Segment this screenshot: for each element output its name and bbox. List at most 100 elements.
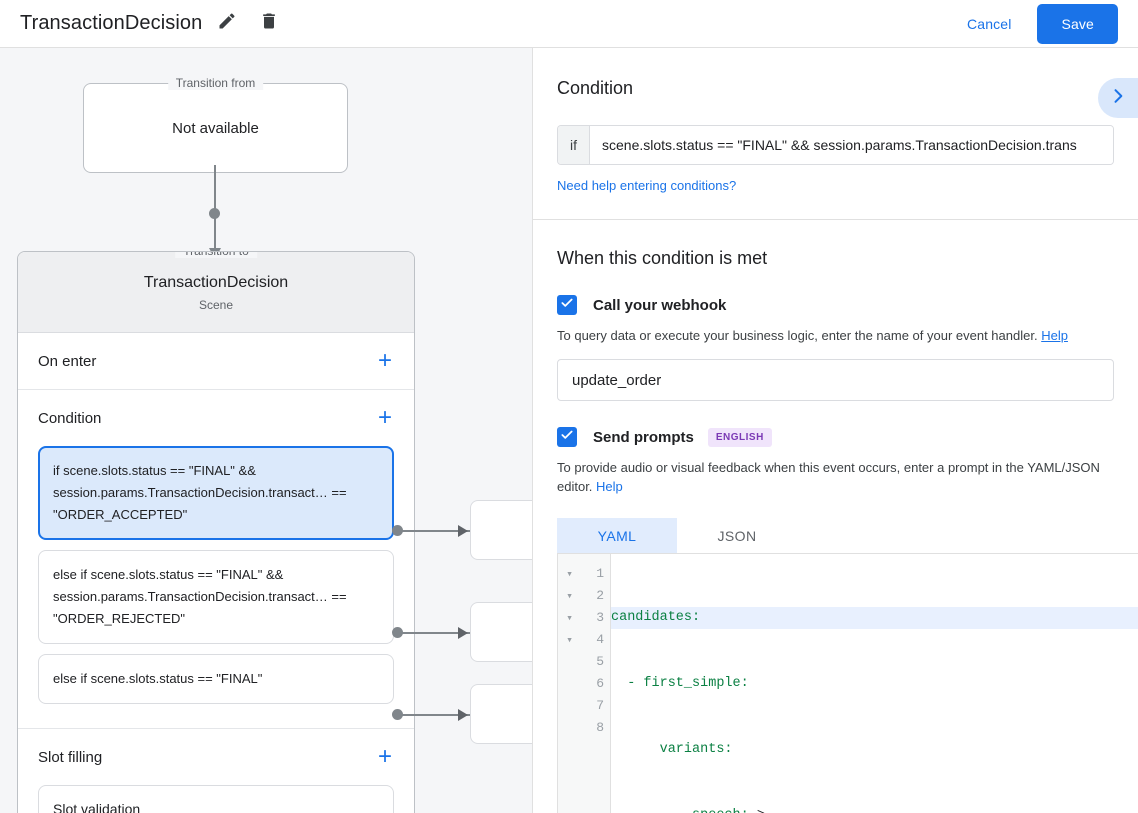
language-badge: ENGLISH: [707, 427, 772, 447]
condition-connector-dot: [392, 709, 403, 720]
section-slot-filling: Slot filling + Slot validation: [18, 729, 414, 813]
scene-name: TransactionDecision: [143, 274, 289, 291]
code-key: - speech:: [611, 808, 749, 813]
code-key: variants:: [611, 742, 733, 757]
condition-item[interactable]: else if scene.slots.status == "FINAL" &&…: [38, 550, 394, 644]
line-number: 7: [596, 698, 604, 713]
section-title-slot-filling: Slot filling: [38, 748, 103, 766]
webhook-help-link[interactable]: Help: [1041, 328, 1068, 343]
expand-panel-button[interactable]: [1098, 78, 1138, 118]
add-condition-button[interactable]: +: [377, 404, 392, 431]
save-button[interactable]: Save: [1037, 3, 1118, 44]
line-number: 5: [596, 654, 604, 669]
call-webhook-label: Call your webhook: [593, 296, 727, 314]
scene-graph-canvas[interactable]: Transition from Not available Transition…: [0, 48, 532, 813]
yaml-editor[interactable]: ▾ ▾ ▾ ▾ 1 2 3 4 5 6 7 8 candidates: - fi…: [557, 553, 1138, 813]
transition-from-value: Not available: [172, 119, 259, 137]
call-webhook-checkbox[interactable]: [557, 295, 577, 315]
section-title-condition: Condition: [38, 409, 102, 427]
condition-input[interactable]: [590, 126, 1113, 164]
condition-item[interactable]: else if scene.slots.status == "FINAL": [38, 654, 394, 704]
condition-if-row[interactable]: if: [557, 125, 1114, 165]
condition-connector-arrowhead: [458, 525, 468, 537]
condition-list: if scene.slots.status == "FINAL" && sess…: [38, 446, 394, 728]
chevron-down-icon[interactable]: ▾: [566, 591, 573, 603]
section-header-slot-filling: Slot filling +: [38, 729, 394, 785]
editor-fold-column: ▾ ▾ ▾ ▾: [558, 554, 581, 813]
check-icon: [560, 428, 574, 447]
line-number: 1: [596, 566, 604, 581]
target-node-box[interactable]: [470, 602, 532, 662]
editor-code-area[interactable]: candidates: - first_simple: variants: - …: [611, 554, 1138, 813]
details-panel: Condition if Need help entering conditio…: [532, 48, 1138, 813]
chevron-down-icon[interactable]: ▾: [566, 569, 573, 581]
slot-validation-item[interactable]: Slot validation: [38, 785, 394, 813]
line-number: 3: [596, 610, 604, 625]
add-slot-filling-button[interactable]: +: [377, 743, 392, 770]
trash-icon: [259, 11, 279, 36]
condition-section: Condition if Need help entering conditio…: [533, 48, 1138, 220]
transition-from-card[interactable]: Transition from Not available: [83, 76, 348, 173]
editor-line-numbers: 1 2 3 4 5 6 7 8: [581, 554, 611, 813]
code-key: candidates:: [611, 610, 701, 625]
code-rest: >-: [749, 808, 773, 813]
webhook-handler-input[interactable]: [557, 359, 1114, 401]
transition-to-card[interactable]: Transition to TransactionDecision Scene …: [17, 251, 415, 813]
add-on-enter-button[interactable]: +: [377, 347, 392, 374]
line-number: 2: [596, 588, 604, 603]
check-icon: [560, 296, 574, 315]
section-header-on-enter: On enter +: [38, 333, 394, 389]
pencil-icon: [217, 11, 237, 36]
target-node-box[interactable]: [470, 500, 532, 560]
transition-to-legend: Transition to: [175, 252, 257, 258]
code-line: candidates:: [611, 607, 1138, 629]
send-prompts-label: Send prompts: [593, 428, 694, 446]
send-prompts-row: Send prompts ENGLISH: [557, 427, 1114, 447]
webhook-description-text: To query data or execute your business l…: [557, 328, 1038, 343]
transition-connector-dot: [209, 208, 220, 219]
tab-yaml[interactable]: YAML: [557, 518, 677, 554]
line-number: 4: [596, 632, 604, 647]
section-on-enter: On enter +: [18, 333, 414, 390]
section-header-condition: Condition +: [38, 390, 394, 446]
need-help-conditions-link[interactable]: Need help entering conditions?: [557, 178, 737, 193]
code-line: - speech: >-: [611, 805, 1138, 813]
app-header: TransactionDecision Cancel Save: [0, 0, 1138, 48]
cancel-button[interactable]: Cancel: [955, 7, 1023, 41]
delete-button[interactable]: [252, 7, 286, 41]
condition-item[interactable]: if scene.slots.status == "FINAL" && sess…: [38, 446, 394, 540]
code-line: variants:: [611, 739, 1138, 761]
line-number: 6: [596, 676, 604, 691]
condition-connector-arrowhead: [458, 709, 468, 721]
condition-connector-line: [400, 714, 470, 716]
edit-name-button[interactable]: [210, 7, 244, 41]
prompts-help-link[interactable]: Help: [596, 479, 623, 494]
chevron-right-icon: [1108, 86, 1128, 111]
webhook-description: To query data or execute your business l…: [557, 326, 1114, 345]
if-label: if: [558, 126, 590, 164]
line-number: 8: [596, 720, 604, 735]
section-title-on-enter: On enter: [38, 352, 97, 370]
condition-connector-dot: [392, 627, 403, 638]
editor-format-tabs: YAML JSON: [557, 518, 1114, 554]
target-node-box[interactable]: [470, 684, 532, 744]
when-condition-met-section: When this condition is met Call your web…: [533, 220, 1138, 554]
section-condition: Condition + if scene.slots.status == "FI…: [18, 390, 414, 729]
scene-header: TransactionDecision Scene: [18, 252, 414, 333]
scene-type: Scene: [198, 298, 234, 312]
call-webhook-row: Call your webhook: [557, 295, 1114, 315]
page-title: TransactionDecision: [20, 12, 203, 34]
send-prompts-checkbox[interactable]: [557, 427, 577, 447]
code-key: - first_simple:: [611, 676, 749, 691]
condition-connector-arrowhead: [458, 627, 468, 639]
tab-json[interactable]: JSON: [717, 528, 757, 544]
chevron-down-icon[interactable]: ▾: [566, 635, 573, 647]
prompts-description: To provide audio or visual feedback when…: [557, 458, 1114, 496]
code-line: - first_simple:: [611, 673, 1138, 695]
condition-connector-line: [400, 632, 470, 634]
slot-filling-list: Slot validation: [38, 785, 394, 813]
chevron-down-icon[interactable]: ▾: [566, 613, 573, 625]
transition-from-legend: Transition from: [167, 76, 264, 90]
condition-connector-line: [400, 530, 470, 532]
prompts-description-text: To provide audio or visual feedback when…: [557, 460, 1100, 494]
